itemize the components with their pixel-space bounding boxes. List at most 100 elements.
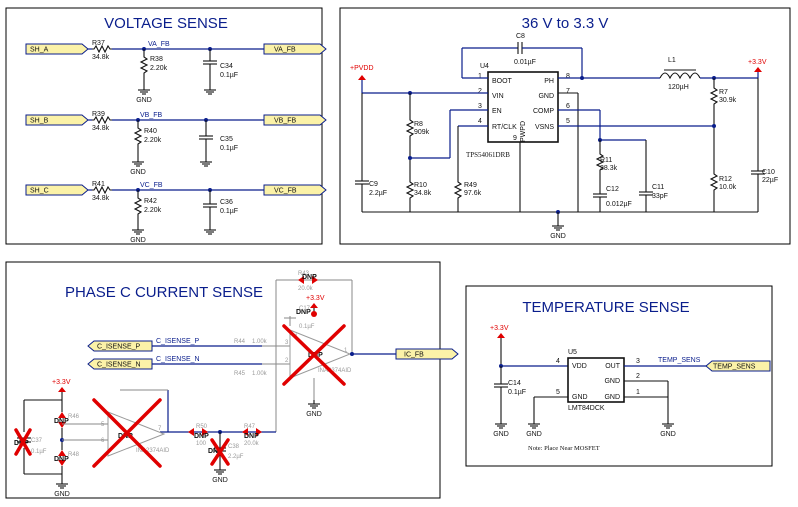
part-value: 2.2µF [228, 454, 244, 460]
amp-pin: 1 [344, 348, 348, 354]
cap-value: 0.1µF [220, 145, 238, 152]
part-value: 0.012µF [606, 201, 632, 208]
buck-converter-panel: 36 V to 3.3 V U4 TPS54061DRB BOOT VIN EN… [339, 7, 791, 245]
output-tag-label: VB_FB [274, 118, 297, 125]
buck-converter-title: 36 V to 3.3 V [522, 15, 609, 32]
ic-pin-name: EN [492, 108, 502, 115]
ic-pin-num: 9 [513, 135, 517, 142]
temperature-sense-frame [465, 285, 773, 467]
ic-pin-num: 4 [478, 118, 482, 125]
ic-ref: U5 [568, 349, 577, 356]
ic-pin-name: PWPD [520, 121, 527, 142]
part-value: 100 [196, 441, 207, 447]
part-value: 0.1µF [299, 324, 315, 330]
ic-pin-name: GND [604, 378, 620, 385]
dnp-label: DNP [244, 433, 259, 440]
ground-label: GND [306, 411, 322, 418]
ground-label: GND [526, 431, 542, 438]
part-ref: C10 [762, 169, 775, 176]
output-tag-label: VC_FB [274, 188, 297, 195]
ic-pin-num: 5 [556, 389, 560, 396]
current-sense-frame [5, 261, 441, 499]
part-ref: R44 [234, 339, 246, 345]
cap-ref: C34 [220, 63, 233, 70]
dnp-label: DNP [296, 309, 311, 316]
part-value: 2.2µF [369, 190, 387, 197]
part-value: 30.9k [719, 97, 737, 104]
series-resistor-value: 34.8k [92, 54, 110, 61]
voltage-sense-frame [5, 7, 323, 245]
ic-pin-num: 6 [566, 103, 570, 110]
ic-pin-name: OUT [605, 363, 621, 370]
supply-label: +3.3V [52, 379, 71, 386]
part-ref: C12 [606, 186, 619, 193]
voltage-sense-title: VOLTAGE SENSE [104, 15, 228, 32]
part-ref: C9 [369, 181, 378, 188]
part-ref: R8 [414, 121, 423, 128]
voltage-channel-a: SH_A R37 34.8k VA_FB GND R38 2.20k C34 0… [25, 40, 327, 104]
voltage-channel-b: SH_B R39 34.8k VB_FB GND R40 2.20k C35 0… [25, 111, 327, 176]
net-label: C_ISENSE_P [156, 338, 200, 345]
shunt-resistor-ref: R42 [144, 198, 157, 205]
amp-pin: 7 [158, 426, 162, 432]
temperature-sense-panel: TEMPERATURE SENSE +3.3V C14 0.1µF GND GN… [465, 285, 773, 467]
input-tag-label: SH_A [30, 47, 49, 54]
ic-pin-name: GND [604, 394, 620, 401]
temperature-sensor-ic [567, 357, 625, 403]
buck-regulator-ic [487, 71, 559, 143]
voltage-channel-c: SH_C R41 34.8k VC_FB GND R42 2.20k C36 0… [25, 181, 327, 244]
input-tag-label: C_ISENSE_N [97, 362, 141, 369]
cap-value: 0.1µF [220, 208, 238, 215]
net-label: C_ISENSE_N [156, 356, 200, 363]
cap-ref: C35 [220, 136, 233, 143]
amp-pin: 2 [285, 358, 289, 364]
input-tag-label: C_ISENSE_P [97, 344, 141, 351]
part-ref: C38 [228, 444, 240, 450]
ic-pin-name: GND [572, 394, 588, 401]
part-value: 0.01µF [514, 59, 536, 66]
dnp-label: DNP [302, 274, 317, 281]
ic-pin-num: 7 [566, 88, 570, 95]
part-value: 1.00k [252, 339, 268, 345]
amp-pin: 5 [101, 422, 105, 428]
shunt-resistor-value: 2.20k [144, 137, 162, 144]
dnp-label: DNP [208, 448, 223, 455]
output-rail-label: +3.3V [748, 59, 767, 66]
ground-label: GND [550, 233, 566, 240]
output-tag-va-fb: VA_FB [263, 43, 327, 55]
ground-label: GND [130, 169, 146, 176]
part-ref: C8 [516, 33, 525, 40]
ic-pin-num: 4 [556, 358, 560, 365]
input-tag-sh-a: SH_A [25, 43, 89, 55]
input-tag-label: SH_B [30, 118, 49, 125]
part-value: 1.00k [252, 371, 268, 377]
part-ref: R11 [600, 157, 612, 164]
shunt-resistor-value: 2.20k [144, 207, 162, 214]
part-value: 22µF [762, 177, 778, 184]
output-tag-temp-sens: TEMP_SENS [705, 360, 771, 372]
cap-value: 0.1µF [220, 72, 238, 79]
part-ref: R48 [68, 452, 80, 458]
shunt-resistor-value: 2.20k [150, 65, 168, 72]
part-value: 10.0k [719, 184, 737, 191]
part-ref: R43 [298, 271, 310, 277]
input-tag-isense-n: C_ISENSE_N [87, 358, 153, 370]
ground-label: GND [660, 431, 676, 438]
part-ref: L1 [668, 57, 676, 64]
ic-pin-num: 1 [478, 73, 482, 80]
amp-pin: 3 [285, 340, 289, 346]
part-ref: R50 [196, 424, 208, 430]
ic-pin-num: 1 [636, 389, 640, 396]
output-tag-ic-fb: IC_FB [395, 348, 459, 360]
part-ref: R47 [244, 424, 256, 430]
part-ref: R10 [414, 182, 427, 189]
part-ref: C37 [31, 438, 43, 444]
ground-label: GND [493, 431, 509, 438]
dnp-label: DNP [54, 456, 69, 463]
supply-label: +3.3V [306, 295, 325, 302]
amp-part-number: INA2374AID [136, 448, 170, 454]
input-tag-sh-c: SH_C [25, 184, 89, 196]
voltage-sense-panel: VOLTAGE SENSE SH_A R37 34.8k VA_FB GND R… [5, 7, 327, 245]
ic-ref: U4 [480, 63, 489, 70]
output-tag-label: VA_FB [274, 47, 296, 54]
